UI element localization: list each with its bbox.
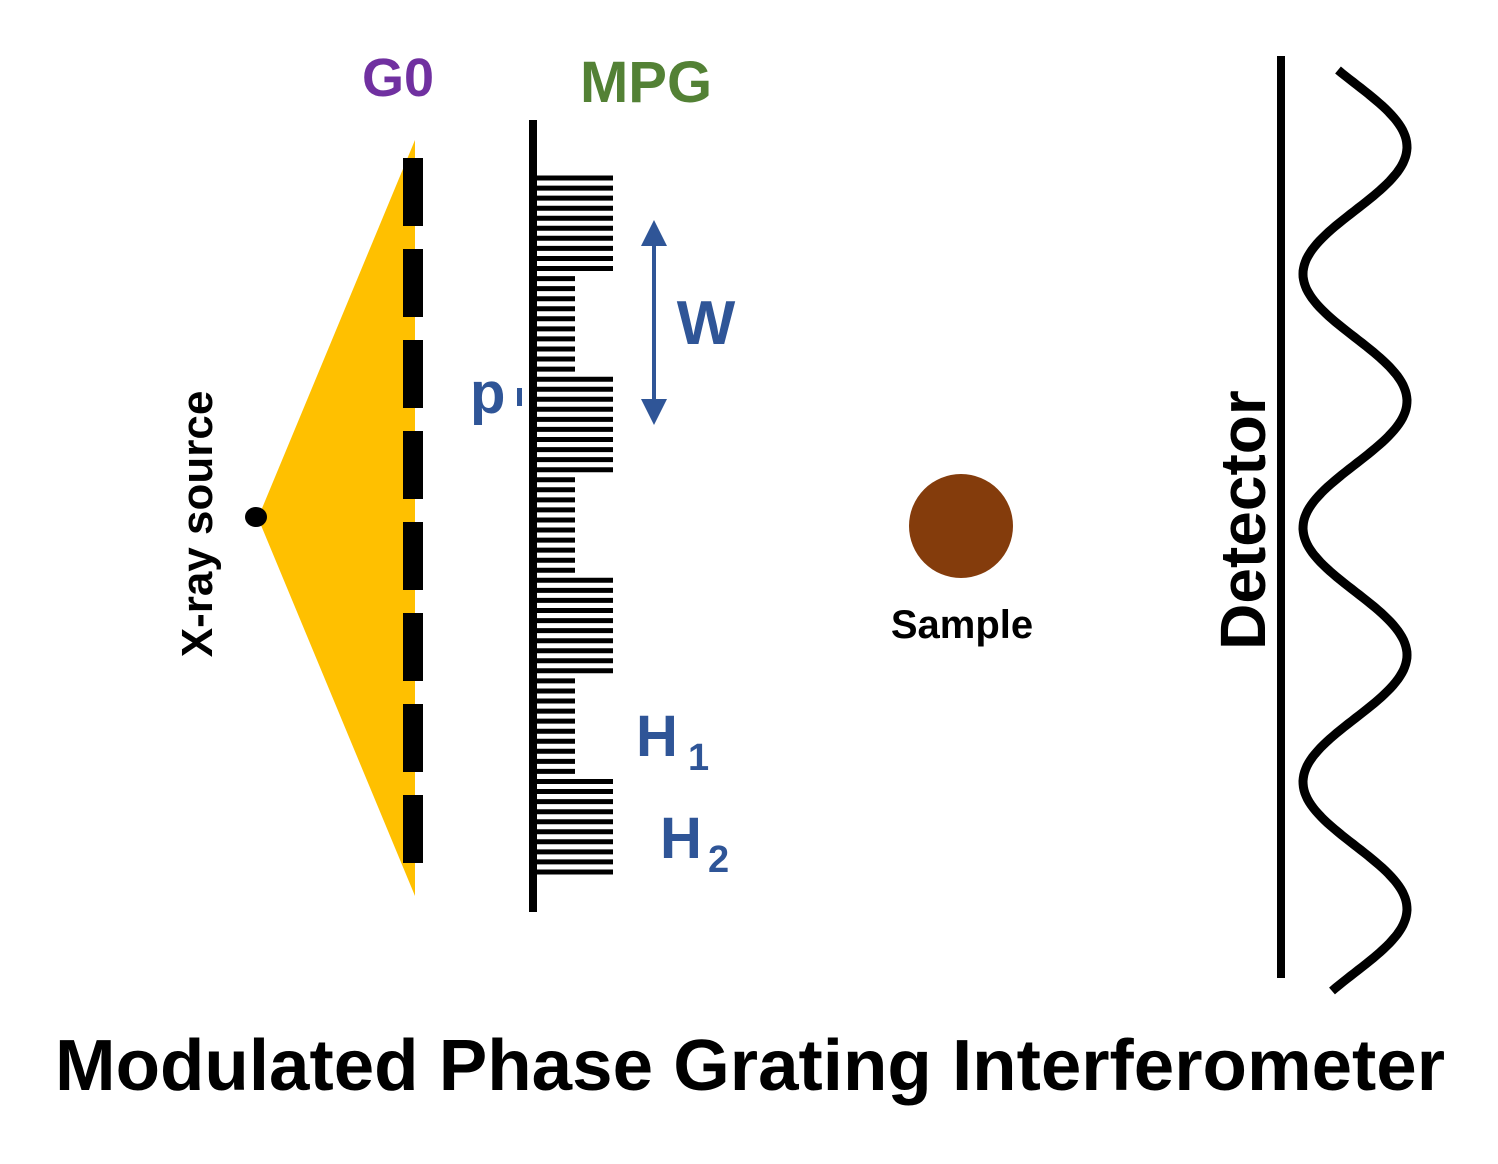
p-prime-label: p <box>470 361 505 426</box>
caption-title: Modulated Phase Grating Interferometer <box>55 1026 1445 1106</box>
w-label: W <box>677 289 736 358</box>
h2-subscript: 2 <box>708 839 729 881</box>
detector-label: Detector <box>1207 390 1279 650</box>
xray-source-point <box>245 507 267 527</box>
h1-subscript: 1 <box>688 737 709 779</box>
mpg-grating-teeth <box>533 175 613 875</box>
h1-label: H <box>636 704 678 769</box>
h2-label: H <box>660 806 702 871</box>
interference-fringe-wave <box>1298 66 1412 995</box>
xray-source-label: X-ray source <box>173 391 222 658</box>
xray-beam-cone <box>258 140 415 896</box>
sample-label: Sample <box>891 603 1033 647</box>
prime-mark <box>517 388 522 406</box>
sample-circle <box>909 474 1013 578</box>
mpg-label: MPG <box>580 50 712 115</box>
w-period-arrow <box>641 220 667 425</box>
g0-label: G0 <box>362 48 434 108</box>
